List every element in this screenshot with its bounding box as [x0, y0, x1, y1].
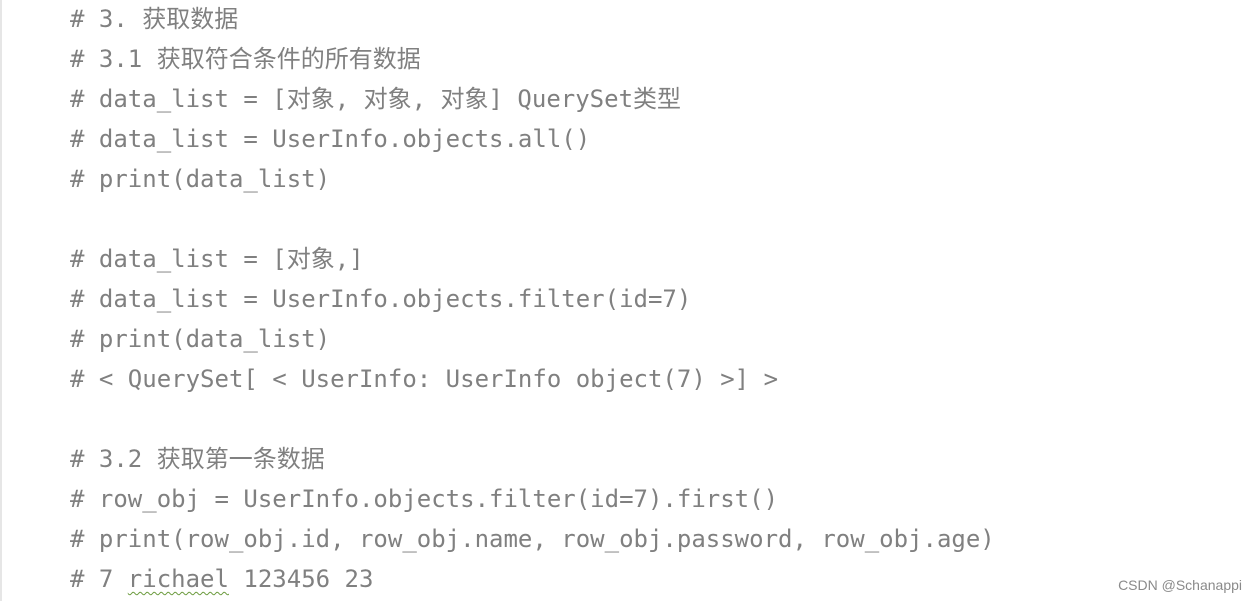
code-line-11[interactable]: [70, 400, 1230, 440]
code-line-1[interactable]: # 3. 获取数据: [70, 5, 239, 33]
code-line-5[interactable]: # print(data_list): [70, 165, 331, 193]
code-line-8[interactable]: # data_list = UserInfo.objects.filter(id…: [70, 285, 692, 313]
code-line-4[interactable]: # data_list = UserInfo.objects.all(): [70, 125, 591, 153]
code-line-14[interactable]: # print(row_obj.id, row_obj.name, row_ob…: [70, 525, 995, 553]
code-line-2[interactable]: # 3.1 获取符合条件的所有数据: [70, 45, 421, 73]
spellcheck-flagged-word[interactable]: richael: [127, 565, 229, 593]
code-area[interactable]: # 3. 获取数据 # 3.1 获取符合条件的所有数据 # data_list …: [70, 0, 1230, 600]
code-line-15-suffix: 123456 23: [228, 565, 374, 593]
watermark: CSDN @Schanappi: [1118, 577, 1242, 593]
code-line-6[interactable]: [70, 200, 1230, 240]
code-line-10[interactable]: # < QuerySet[ < UserInfo: UserInfo objec…: [70, 365, 779, 393]
code-line-3[interactable]: # data_list = [对象, 对象, 对象] QuerySet类型: [70, 85, 682, 113]
code-line-15[interactable]: # 7 richael 123456 23: [70, 560, 1230, 600]
editor-gutter-border: [0, 0, 2, 601]
code-line-13[interactable]: # row_obj = UserInfo.objects.filter(id=7…: [70, 485, 779, 513]
code-line-15-prefix: # 7: [70, 565, 128, 593]
code-line-9[interactable]: # print(data_list): [70, 325, 331, 353]
code-line-12[interactable]: # 3.2 获取第一条数据: [70, 445, 325, 473]
code-line-7[interactable]: # data_list = [对象,]: [70, 245, 364, 273]
